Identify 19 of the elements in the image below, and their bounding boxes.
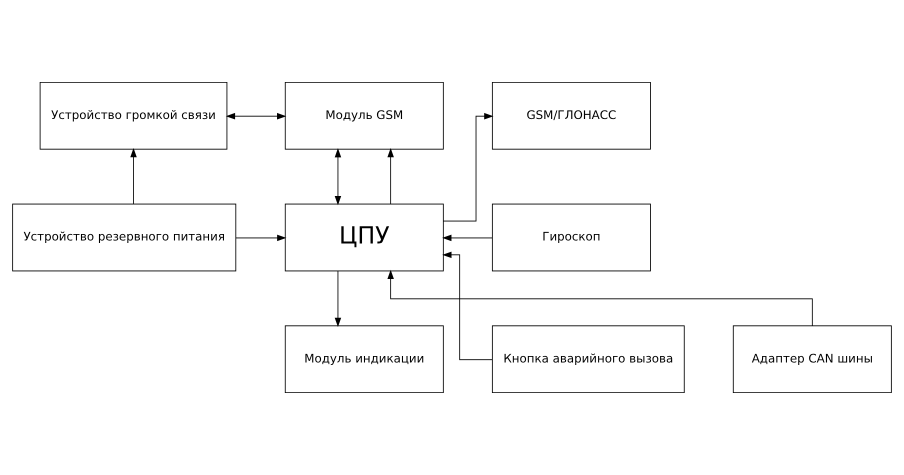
arrow [442,112,494,222]
node-box: Гироскоп [492,204,651,272]
arrow [334,148,342,206]
arrow [387,270,813,326]
node-box: ЦПУ [284,204,444,272]
node-box: Кнопка аварийного вызова [492,325,685,394]
node-box: Адаптер CAN шины [732,325,892,394]
node-box: GSM/ГЛОНАСС [492,82,651,150]
arrow [235,234,286,242]
node-box: Модуль GSM [284,82,444,150]
arrow [130,148,137,204]
arrow [442,252,493,360]
node-box: Устройство резервного питания [12,204,236,272]
node-box: Модуль индикации [284,325,444,394]
arrow [334,270,342,328]
node-box: Устройство громкой связи [40,82,228,150]
arrow [226,112,286,120]
arrow [387,148,394,204]
arrow [442,234,493,242]
